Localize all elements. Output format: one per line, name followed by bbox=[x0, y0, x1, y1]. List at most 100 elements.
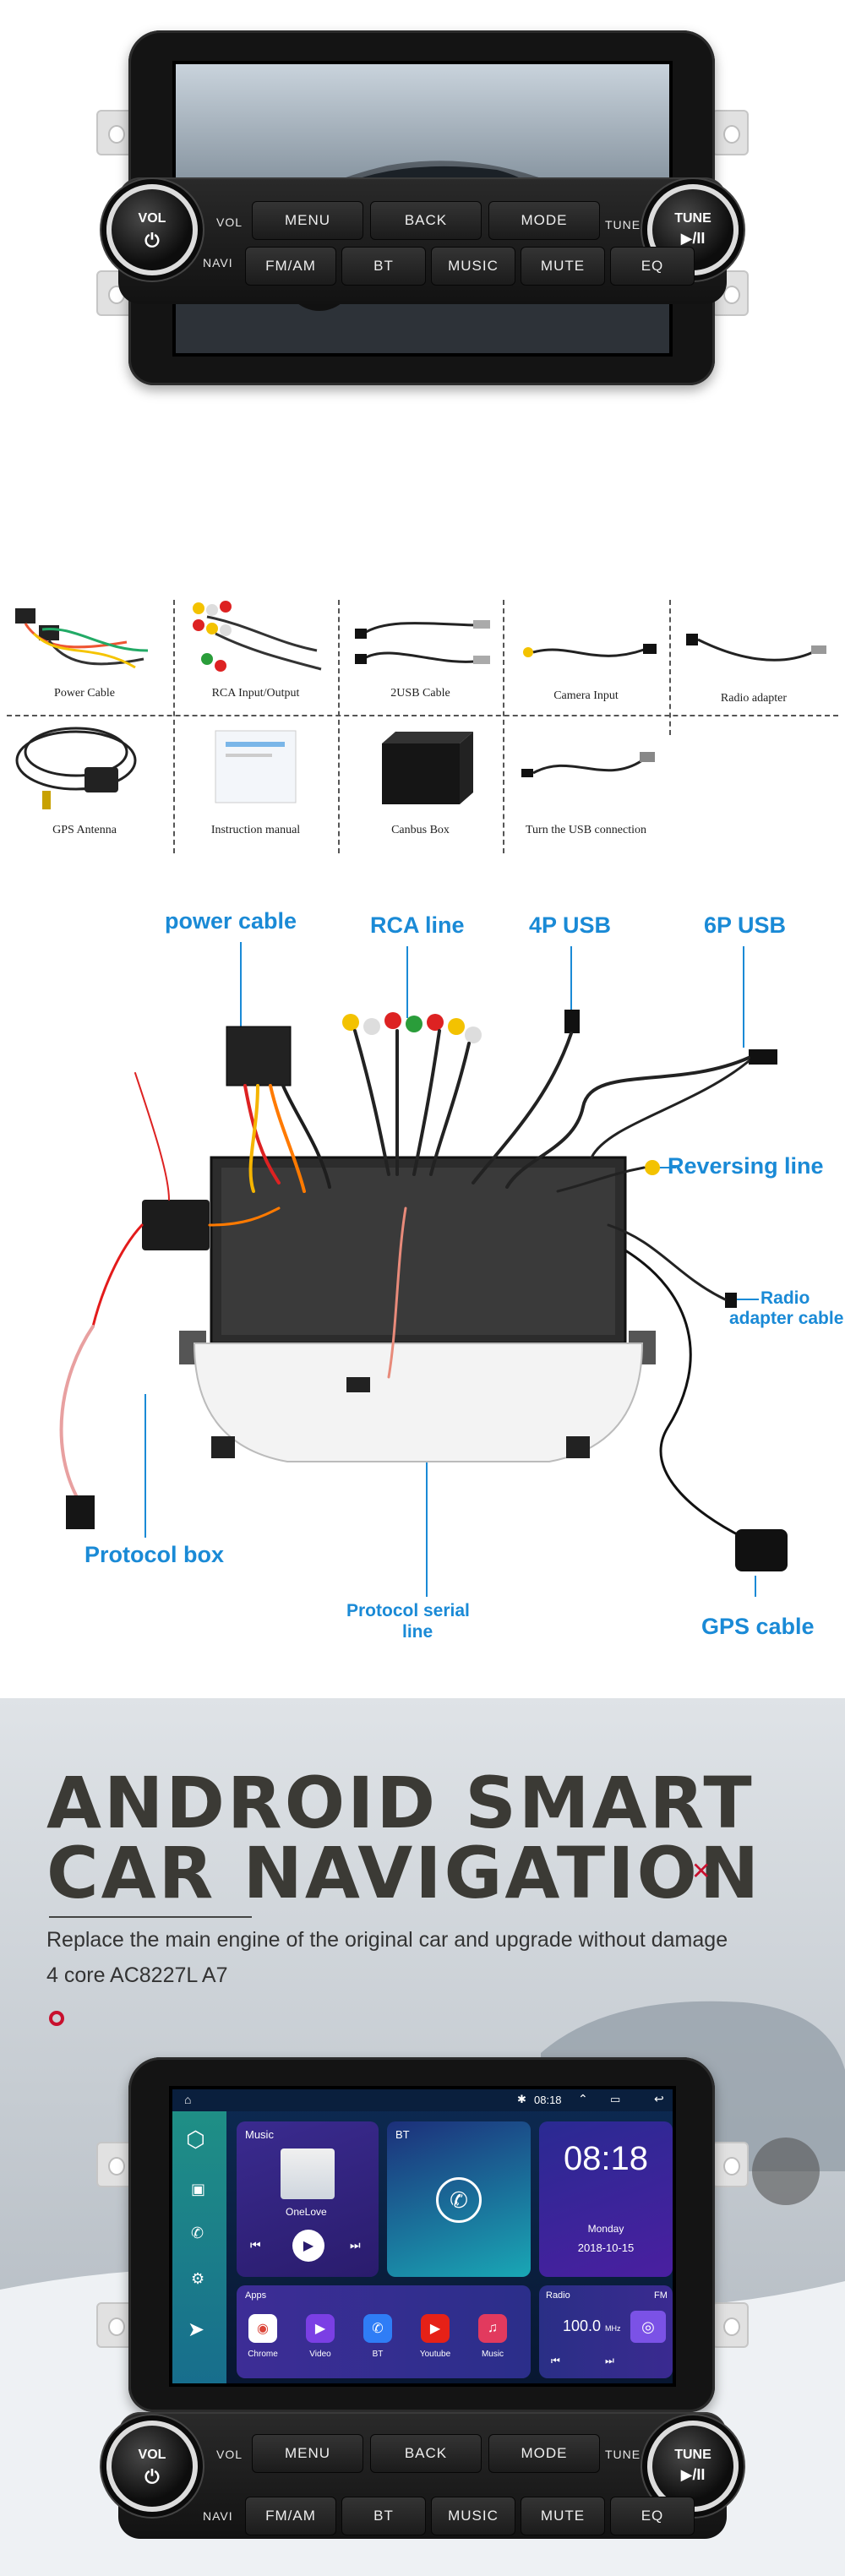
usb-connection-image bbox=[521, 752, 655, 777]
clock-date: 2018-10-15 bbox=[577, 2241, 635, 2254]
accessory-canbus-box: Canbus Box bbox=[338, 718, 503, 845]
accessory-2usb-cable: 2USB Cable bbox=[338, 591, 503, 710]
left-dock bbox=[172, 2111, 226, 2383]
close-icon[interactable]: ✕ bbox=[691, 1858, 711, 1884]
back-arrow-icon[interactable]: ↩ bbox=[654, 2092, 664, 2105]
clock-time: 08:18 bbox=[563, 2140, 649, 2177]
settings-icon[interactable]: ⚙ bbox=[191, 2270, 205, 2287]
bt-button[interactable]: BT bbox=[341, 247, 426, 286]
phone-icon[interactable]: ✆ bbox=[191, 2225, 204, 2241]
apps-tile: Apps ◉ ▶ ✆ ▶ ♫ Chrome Video BT Youtube M… bbox=[237, 2285, 531, 2378]
tune-knob-label: TUNE bbox=[674, 211, 711, 226]
expand-icon[interactable]: ⌃ bbox=[578, 2092, 588, 2105]
radio-tile[interactable]: Radio FM 100.0 MHz ◎ ⏮ ⏭ bbox=[539, 2285, 673, 2378]
accessory-gps-antenna: GPS Antenna bbox=[0, 718, 169, 845]
accessory-caption: 2USB Cable bbox=[390, 687, 450, 700]
grid-vline-1 bbox=[173, 600, 175, 853]
callout-rca-line: RCA line bbox=[370, 912, 465, 938]
accessories-section: Power Cable RCA Input/Output 2USB Cable … bbox=[0, 566, 845, 853]
accessory-rca-input-output: RCA Input/Output bbox=[173, 591, 338, 710]
subtitle-line2: 4 core AC8227L A7 bbox=[46, 1963, 228, 1987]
callout-reversing-line: Reversing line bbox=[668, 1153, 824, 1179]
bt-tile[interactable]: BT ✆ bbox=[387, 2121, 531, 2277]
headline-line1: ANDROID SMART bbox=[46, 1762, 755, 1844]
accessory-usb-connection: Turn the USB connection bbox=[503, 718, 669, 845]
send-icon[interactable]: ➤ bbox=[188, 2318, 205, 2341]
next-icon[interactable]: ⏭ bbox=[350, 2238, 361, 2252]
radio-signal-icon: ◎ bbox=[630, 2311, 666, 2343]
power-icon: ⏻ bbox=[144, 230, 160, 251]
song-name: OneLove bbox=[286, 2206, 327, 2218]
subtitle-divider bbox=[49, 1916, 252, 1918]
accessory-instruction-manual: Instruction manual bbox=[173, 718, 338, 845]
play-pause-icon: ▶/II bbox=[680, 230, 706, 247]
bt-app-icon[interactable]: ✆ bbox=[363, 2314, 392, 2343]
manual-image bbox=[215, 730, 297, 803]
accessory-caption: Radio adapter bbox=[720, 692, 788, 705]
radio-tile-title: Radio bbox=[546, 2290, 570, 2301]
grid-vline-2 bbox=[338, 600, 340, 853]
app-label: Youtube bbox=[419, 2350, 451, 2359]
menu-button[interactable]: MENU bbox=[252, 201, 363, 240]
android-screen[interactable]: ⌂ ✱ 08:18 ⌃ ▭ ↩ ⬡ ▣ ✆ ⚙ ➤ Music OneLove … bbox=[169, 2086, 676, 2387]
camera-cable-image bbox=[523, 644, 657, 657]
head-unit-top: VOL ⏻ TUNE ▶/II VOL TUNE NAVI MENU BACK … bbox=[84, 17, 760, 558]
radio-next-icon[interactable]: ⏭ bbox=[605, 2355, 614, 2366]
bullet-circle-icon bbox=[49, 2011, 64, 2026]
mute-button[interactable]: MUTE bbox=[521, 2497, 605, 2535]
navi-side-label: NAVI bbox=[203, 2509, 233, 2523]
mute-button[interactable]: MUTE bbox=[521, 247, 605, 286]
window-icon[interactable]: ▭ bbox=[610, 2093, 621, 2105]
chrome-icon[interactable]: ◉ bbox=[248, 2314, 277, 2343]
mounting-bracket-right-bottom bbox=[711, 2302, 749, 2348]
accessory-caption: Camera Input bbox=[553, 689, 619, 702]
callout-protocol-serial-line2: line bbox=[402, 1622, 433, 1642]
vol-knob[interactable]: VOL ⏻ bbox=[106, 2421, 198, 2512]
power-icon: ⏻ bbox=[144, 2466, 160, 2487]
radio-previous-icon[interactable]: ⏮ bbox=[551, 2355, 560, 2366]
callout-protocol-box: Protocol box bbox=[84, 1542, 225, 1567]
album-art bbox=[281, 2148, 335, 2199]
music-tile[interactable]: Music OneLove ⏮ ▶ ⏭ bbox=[237, 2121, 379, 2277]
previous-icon[interactable]: ⏮ bbox=[250, 2238, 261, 2252]
accessory-caption: Power Cable bbox=[54, 687, 115, 700]
wiring-diagram bbox=[59, 942, 788, 1597]
fm-am-button[interactable]: FM/AM bbox=[245, 247, 336, 286]
music-button[interactable]: MUSIC bbox=[431, 247, 515, 286]
back-button[interactable]: BACK bbox=[370, 201, 482, 240]
accessory-caption: Turn the USB connection bbox=[526, 824, 646, 836]
usb-cable-image bbox=[355, 620, 490, 664]
callout-power-cable: power cable bbox=[165, 908, 297, 934]
eq-button[interactable]: EQ bbox=[610, 2497, 695, 2535]
app-label: Video bbox=[309, 2350, 331, 2359]
youtube-icon[interactable]: ▶ bbox=[421, 2314, 450, 2343]
home-icon[interactable]: ⌂ bbox=[184, 2093, 192, 2106]
back-button[interactable]: BACK bbox=[370, 2434, 482, 2473]
clock-tile[interactable]: 08:18 Monday 2018-10-15 bbox=[539, 2121, 673, 2277]
accessory-camera-input: Camera Input bbox=[503, 591, 669, 710]
fm-am-button[interactable]: FM/AM bbox=[245, 2497, 336, 2535]
headline-line2: CAR NAVIGATION bbox=[46, 1832, 762, 1914]
music-app-icon[interactable]: ♫ bbox=[478, 2314, 507, 2343]
video-icon[interactable]: ▶ bbox=[306, 2314, 335, 2343]
accessory-caption: Canbus Box bbox=[391, 824, 450, 836]
accessory-power-cable: Power Cable bbox=[0, 591, 169, 710]
play-icon[interactable]: ▶ bbox=[292, 2230, 324, 2262]
eq-button[interactable]: EQ bbox=[610, 247, 695, 286]
bt-button[interactable]: BT bbox=[341, 2497, 426, 2535]
accessory-caption: GPS Antenna bbox=[52, 824, 117, 836]
mode-button[interactable]: MODE bbox=[488, 201, 600, 240]
bt-tile-title: BT bbox=[395, 2128, 410, 2141]
music-tile-title: Music bbox=[245, 2128, 274, 2141]
vol-knob[interactable]: VOL ⏻ bbox=[106, 184, 198, 275]
mode-button[interactable]: MODE bbox=[488, 2434, 600, 2473]
canbus-box-image bbox=[382, 732, 473, 804]
screen-mirror-icon[interactable]: ▣ bbox=[191, 2181, 206, 2197]
clock-day: Monday bbox=[587, 2223, 624, 2235]
music-button[interactable]: MUSIC bbox=[431, 2497, 515, 2535]
product-hero-section: VOL ⏻ TUNE ▶/II VOL TUNE NAVI MENU BACK … bbox=[0, 0, 845, 566]
navigation-icon[interactable]: ⬡ bbox=[186, 2127, 205, 2152]
menu-button[interactable]: MENU bbox=[252, 2434, 363, 2473]
radio-band: FM bbox=[654, 2290, 668, 2301]
head-unit-android: ⌂ ✱ 08:18 ⌃ ▭ ↩ ⬡ ▣ ✆ ⚙ ➤ Music OneLove … bbox=[84, 2040, 760, 2576]
